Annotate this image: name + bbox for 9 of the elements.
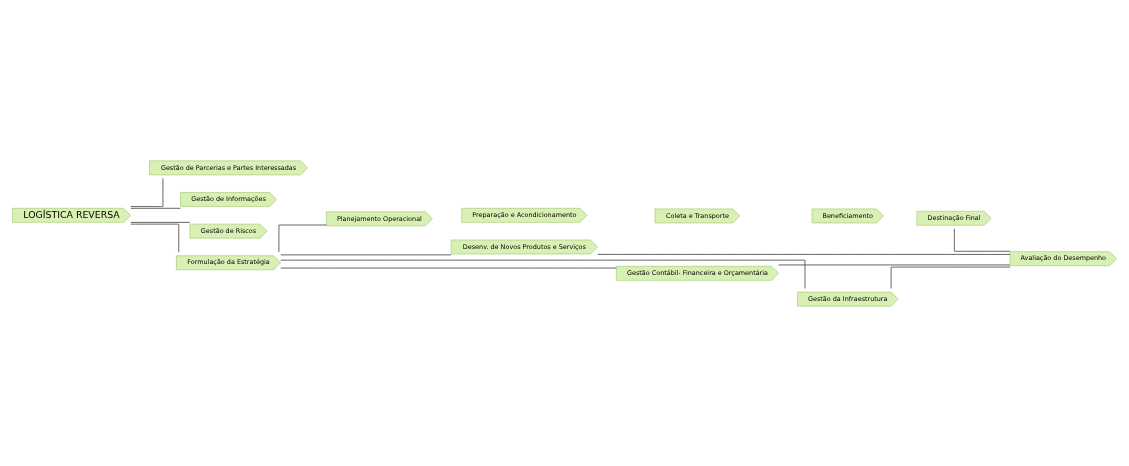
connector [130,207,181,209]
connector [130,221,191,223]
connector [130,177,164,207]
connector [954,228,1011,252]
connector [778,264,1011,265]
connector [280,259,806,289]
connector [890,266,1011,289]
connector [597,253,1011,255]
connector [130,223,180,253]
